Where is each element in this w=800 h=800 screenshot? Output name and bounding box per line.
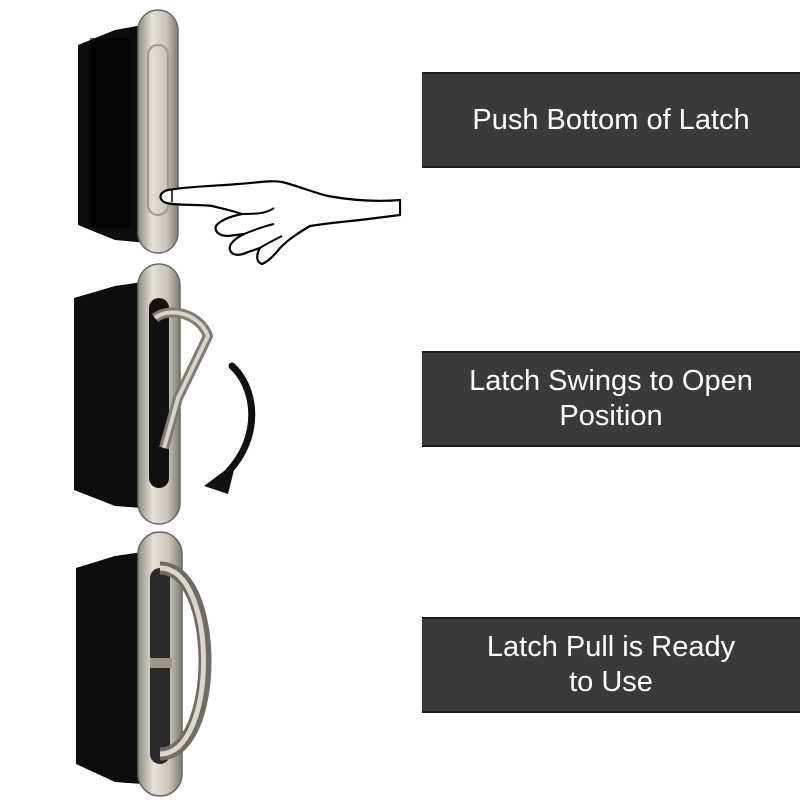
latch-open-graphic bbox=[76, 531, 212, 797]
step3-illustration bbox=[60, 528, 420, 800]
step2-label: Latch Swings to Open Position bbox=[469, 365, 753, 432]
step1-illustration bbox=[60, 0, 420, 265]
finger-press-icon bbox=[159, 180, 402, 265]
step2-label-box: Latch Swings to Open Position bbox=[422, 351, 800, 447]
step3-label: Latch Pull is Ready to Use bbox=[486, 631, 736, 698]
latch-swinging-graphic bbox=[74, 263, 256, 525]
step1-label-box: Push Bottom of Latch bbox=[422, 72, 800, 168]
curved-arrow-icon bbox=[204, 362, 256, 494]
step3-label-box: Latch Pull is Ready to Use bbox=[422, 617, 800, 713]
step1-label: Push Bottom of Latch bbox=[472, 103, 750, 136]
step2-illustration bbox=[60, 258, 420, 530]
latch-faceplate bbox=[137, 9, 179, 254]
latch-closed-graphic bbox=[78, 9, 402, 265]
